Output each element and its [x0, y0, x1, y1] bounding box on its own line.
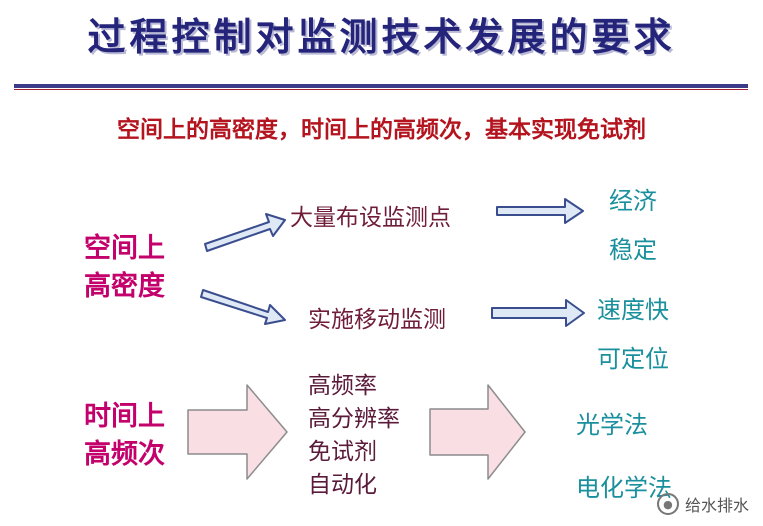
- page-title: 过程控制对监测技术发展的要求: [87, 14, 676, 59]
- block-arrow-right: [429, 384, 526, 480]
- subtitle: 空间上的高密度，时间上的高频次，基本实现免试剂: [117, 117, 646, 143]
- method-optical: 光学法: [576, 411, 648, 439]
- branch-bottom-label: 实施移动监测: [308, 307, 446, 333]
- time-heading: 时间上 高频次: [84, 398, 165, 474]
- arrow-to-bottom-branch: [200, 289, 286, 325]
- time-line1: 时间上: [84, 401, 165, 432]
- block-arrow-left: [187, 384, 288, 480]
- list-item: 高频率: [308, 373, 377, 399]
- list-item: 免试剂: [308, 439, 377, 465]
- list-item: 自动化: [308, 472, 377, 498]
- watermark: ● 给水排水: [656, 492, 749, 516]
- title-divider-accent: [14, 89, 748, 90]
- result-locatable: 可定位: [597, 345, 669, 373]
- arrow-top-result: [496, 198, 584, 224]
- method-electrochemical: 电化学法: [576, 474, 672, 502]
- time-requirements-list: 高频率 高分辨率 免试剂 自动化: [308, 370, 400, 502]
- result-economic: 经济: [609, 187, 657, 215]
- space-line2: 高密度: [84, 271, 165, 302]
- time-line2: 高频次: [84, 439, 165, 470]
- space-heading: 空间上 高密度: [84, 230, 165, 306]
- arrow-to-top-branch: [204, 213, 286, 252]
- result-fast: 速度快: [597, 296, 669, 324]
- arrow-bottom-result: [491, 299, 585, 327]
- title-divider: [14, 84, 748, 88]
- wechat-icon: ●: [656, 493, 679, 515]
- watermark-text: 给水排水: [684, 496, 749, 515]
- branch-top-label: 大量布设监测点: [290, 205, 451, 231]
- space-line1: 空间上: [84, 233, 165, 264]
- list-item: 高分辨率: [308, 406, 400, 432]
- result-stable: 稳定: [609, 236, 657, 264]
